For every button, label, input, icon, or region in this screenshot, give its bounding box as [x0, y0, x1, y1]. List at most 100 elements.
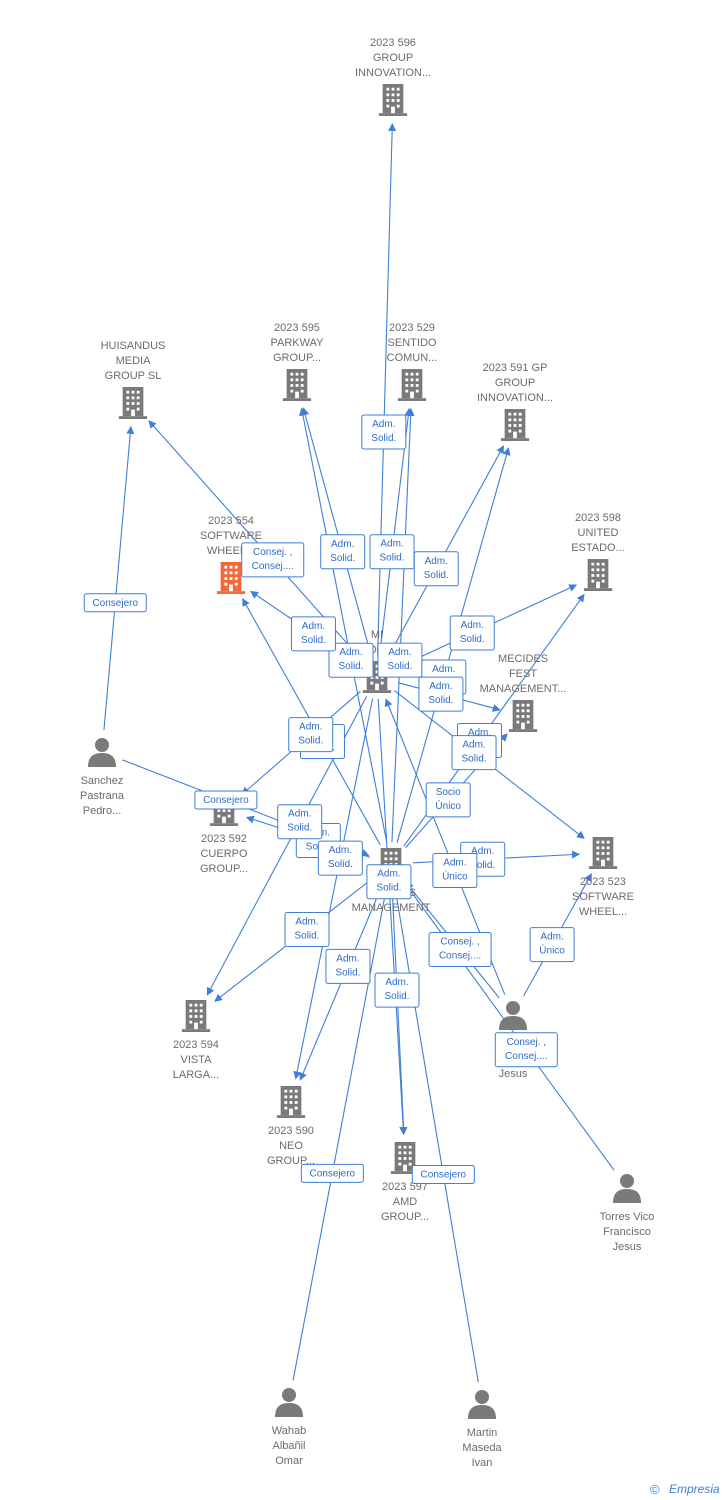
node-label-line: NEO — [279, 1140, 303, 1152]
edge-label-mi_dodo-to-software_highlight[interactable]: Adm.Solid. — [290, 616, 336, 652]
edge-label-text: Adm. — [471, 846, 494, 857]
node-group_innovation[interactable]: 2023 596GROUPINNOVATION... — [355, 37, 431, 116]
node-label-line: MI — [371, 629, 383, 641]
building-icon — [378, 84, 408, 116]
edge-label-mi_dodo-to-united_estado[interactable]: Adm.Solid. — [449, 615, 495, 651]
edge-label-text: Adm. — [443, 858, 466, 869]
node-label-line: Ivan — [472, 1457, 493, 1469]
edge-label-mi_dodo-to-amd_group[interactable]: Adm.Solid. — [366, 864, 412, 900]
building-icon — [216, 562, 246, 594]
node-label-line: Pastrana — [80, 790, 125, 802]
nodes-layer: 2023 596GROUPINNOVATION...HUISANDUSMEDIA… — [80, 37, 654, 1469]
copyright-symbol: © — [650, 1482, 660, 1497]
edge-mi_dodo-to-sentido — [379, 407, 413, 656]
node-label-line: GROUP... — [200, 863, 248, 875]
edge-label-box — [290, 616, 336, 652]
building-icon — [397, 369, 427, 401]
edge-label-torres-to-mecides_mgmt[interactable]: Consej. ,Consej.... — [494, 1032, 558, 1068]
node-sanchez[interactable]: SanchezPastranaPedro... — [80, 738, 125, 817]
node-label-line: VISTA — [181, 1054, 213, 1066]
edge-label-mecides_mgmt-to-amd_group[interactable]: Adm.Solid. — [374, 972, 420, 1008]
node-amd_group[interactable]: 2023 597AMDGROUP... — [381, 1142, 429, 1223]
edge-label-box — [529, 927, 575, 963]
edge-label-mi_dodo-to-group_innovation[interactable]: Adm.Solid. — [361, 414, 407, 450]
edge-label-mi_dodo-to-cuerpo[interactable]: Adm. Solid. — [288, 717, 334, 753]
node-label-line: AMD — [393, 1196, 418, 1208]
edge-label-garcia-to-mi_dodo[interactable]: Adm.Único — [432, 853, 478, 889]
edge-label-wahab-to-mecides_mgmt[interactable]: Consejero — [300, 1163, 364, 1183]
edge-label-text: Adm. — [540, 932, 563, 943]
edge-label-garcia-to-mecides_mgmt[interactable]: Consej. ,Consej.... — [428, 931, 492, 967]
node-label-line: Sanchez — [81, 775, 124, 787]
node-label-line: 2023 598 — [575, 512, 621, 524]
node-label-line: 2023 529 — [389, 322, 435, 334]
edge-label-mecides_mgmt-to-parkway[interactable]: Adm.Solid. — [328, 642, 374, 678]
edge-label-sanchez-to-huisandus[interactable]: Consejero — [83, 593, 147, 613]
edge-label-text: Adm. — [299, 722, 322, 733]
node-neo_group[interactable]: 2023 590NEOGROUP... — [267, 1086, 315, 1167]
node-vista_larga[interactable]: 2023 594VISTALARGA... — [173, 1000, 219, 1081]
edge-label-box — [288, 717, 334, 753]
edge-label-mi_dodo-to-software_523[interactable]: Adm.Solid. — [451, 735, 497, 771]
edge-label-text: Adm. — [302, 621, 325, 632]
node-label-line: 2023 592 — [201, 833, 247, 845]
node-label-line: 2023 596 — [370, 37, 416, 49]
node-label-line: Francisco — [603, 1226, 651, 1238]
edge-label-box — [451, 735, 497, 771]
edge-label-box — [432, 853, 478, 889]
edge-label-box — [425, 782, 471, 818]
edge-label-garcia-to-software_523[interactable]: Adm.Único — [529, 927, 575, 963]
node-parkway[interactable]: 2023 595PARKWAYGROUP... — [271, 322, 325, 401]
edge-label-sanchez-to-mecides_mgmt[interactable]: Consejero — [194, 790, 258, 810]
node-gp_group[interactable]: 2023 591 GPGROUPINNOVATION... — [477, 362, 553, 441]
edge-label-mecides_mgmt-to-sentido[interactable]: Adm.Solid. — [377, 642, 423, 678]
edge-label-mi_dodo-to-neo_group[interactable]: Adm.Solid. — [317, 840, 363, 876]
edge-label-text: Solid. — [298, 736, 323, 747]
edge-label-text: Solid. — [470, 860, 495, 871]
edge-label-mi_dodo-to-vista_larga[interactable]: Adm.Solid. — [277, 804, 323, 840]
edge-label-mi_dodo-to-parkway[interactable]: Adm.Solid. — [320, 534, 366, 570]
edge-mecides_mgmt-to-amd_group — [391, 885, 408, 1136]
edge-label-mi_dodo-to-huisandus[interactable]: Consej. ,Consej.... — [241, 542, 305, 578]
edge-label-box — [320, 534, 366, 570]
edge-label-text: Consej. , — [507, 1037, 546, 1048]
edge-label-text: Adm. — [388, 647, 411, 658]
node-label-line: SOFTWARE — [572, 891, 634, 903]
node-label-line: Martin — [467, 1427, 498, 1439]
edge-label-text: Adm. — [432, 664, 455, 675]
edge-label-text: Solid. — [330, 553, 355, 564]
edge-label-mi_dodo-to-mecides_fest[interactable]: Adm.Solid. — [418, 676, 464, 712]
edge-label-text: Consejero — [92, 598, 138, 609]
edge-label-mi_dodo-to-sentido[interactable]: Adm.Solid. — [369, 534, 415, 570]
edge-label-martin-to-mecides_mgmt[interactable]: Consejero — [411, 1165, 475, 1185]
edge-label-text: Consejero — [203, 795, 249, 806]
node-label-line: 2023 591 GP — [483, 362, 548, 374]
edge-label-text: Adm. — [339, 647, 362, 658]
edge-label-mecides_mgmt-to-vista_larga[interactable]: Adm.Solid. — [284, 911, 330, 947]
edge-label-text: Solid. — [335, 967, 360, 978]
edge-label-box — [328, 642, 374, 678]
node-label-line: Jesus — [499, 1068, 528, 1080]
edge-label-mecides_mgmt-to-neo_group[interactable]: Adm.Solid. — [325, 948, 371, 984]
node-label-line: GROUP — [495, 377, 535, 389]
node-label-line: INNOVATION... — [355, 67, 431, 79]
person-icon — [613, 1174, 641, 1203]
node-mecides_fest[interactable]: MECIDESFESTMANAGEMENT... — [480, 653, 567, 732]
edge-label-text: Solid. — [371, 433, 396, 444]
edge-label-mi_dodo-to-gp_group[interactable]: Adm.Solid. — [413, 551, 459, 587]
node-united_estado[interactable]: 2023 598UNITEDESTADO... — [571, 512, 625, 591]
node-label-line: 2023 523 — [580, 876, 626, 888]
edge-label-box — [377, 642, 423, 678]
node-sentido[interactable]: 2023 529SENTIDOCOMUN... — [387, 322, 438, 401]
node-label-line: CUERPO — [200, 848, 248, 860]
person-icon — [275, 1388, 303, 1417]
node-software_523[interactable]: 2023 523SOFTWAREWHEEL... — [572, 837, 634, 918]
